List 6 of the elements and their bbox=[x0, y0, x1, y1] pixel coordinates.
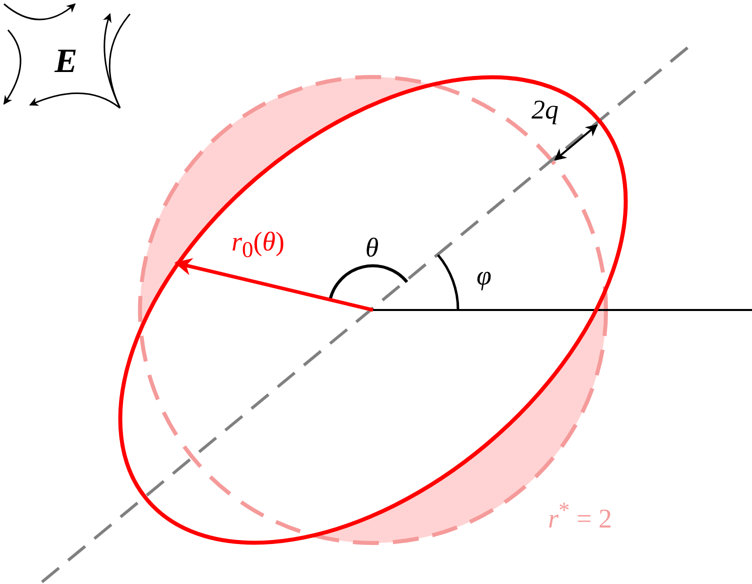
field-label: E bbox=[54, 45, 78, 79]
angle-label: φ bbox=[476, 262, 492, 290]
radius-label: r$_{0}$(θ) bbox=[231, 228, 285, 262]
angle-label: θ bbox=[365, 234, 379, 262]
circle-label: r$^{*}$ = 2 bbox=[548, 500, 612, 532]
dimension-label: 2q bbox=[532, 96, 558, 124]
